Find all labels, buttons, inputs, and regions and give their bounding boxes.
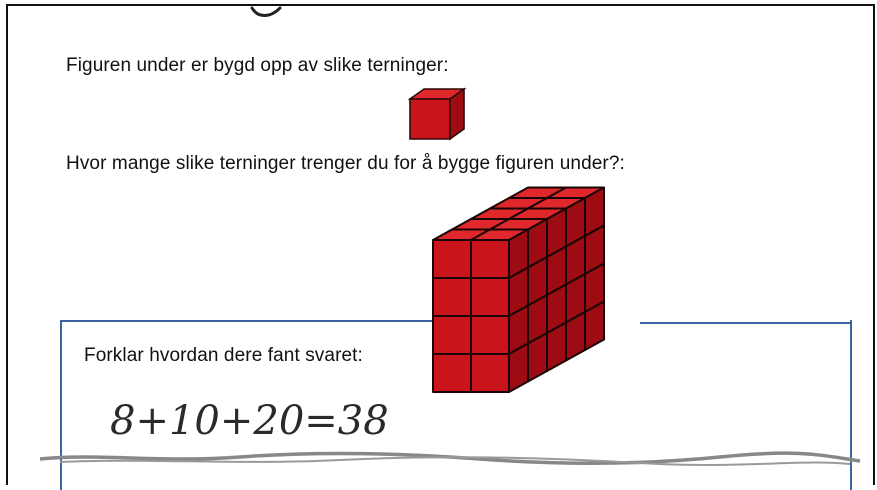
cube-front-face (470, 315, 510, 355)
cube-front-face (470, 239, 510, 279)
question-text: Hvor mange slike terninger trenger du fo… (66, 153, 625, 174)
unit-cube-icon (407, 87, 467, 141)
intro-text: Figuren under er bygd opp av slike terni… (66, 55, 449, 76)
answer-box (60, 320, 852, 490)
cube-front-face (432, 277, 472, 317)
answer-box-top-left-border (60, 320, 432, 322)
cube-front-face (432, 239, 472, 279)
handwritten-answer-text: 8+10+20=38 (110, 398, 389, 444)
pencil-writing-line (39, 451, 861, 466)
cube-front-face (470, 277, 510, 317)
cube-block-figure (432, 186, 605, 393)
cube-front-face (470, 353, 510, 393)
handwritten-answer: 8+10+20=38 (110, 398, 389, 444)
cube-front-face (432, 353, 472, 393)
cube-front-face (432, 315, 472, 355)
pen-stroke-mark (250, 6, 282, 17)
answer-box-top-right-border (640, 322, 852, 324)
explain-prompt: Forklar hvordan dere fant svaret: (84, 345, 363, 366)
